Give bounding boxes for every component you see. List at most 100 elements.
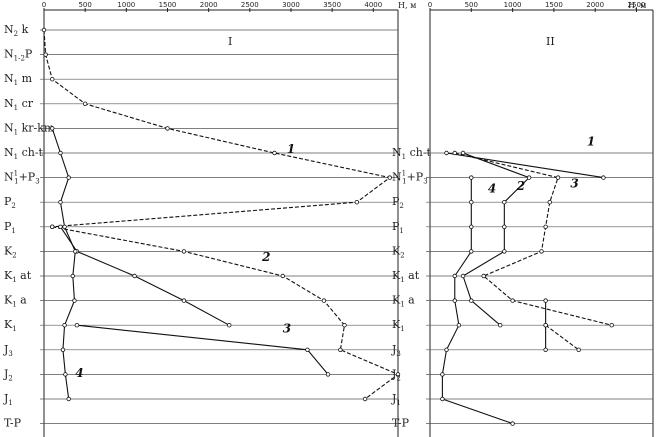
- category-label: T-P: [392, 417, 410, 430]
- series-point-2: [362, 396, 368, 402]
- x-axis-label: H, м: [398, 1, 416, 10]
- series-point-1: [387, 175, 392, 180]
- x-tick-label: 0: [42, 1, 46, 9]
- series-point-4: [452, 273, 457, 279]
- series-point-1: [601, 175, 606, 180]
- series-point-1: [50, 76, 55, 82]
- series-point-4: [66, 175, 71, 180]
- series-number-label: 4: [75, 366, 83, 380]
- category-label: K2: [392, 244, 405, 259]
- x-tick-label: 2000: [586, 1, 604, 9]
- series-point-4: [444, 347, 449, 352]
- series-point-2: [460, 273, 466, 279]
- series-point-3b: [74, 323, 80, 328]
- category-label: N1-2P: [4, 48, 33, 63]
- x-tick-label: 3000: [282, 1, 300, 9]
- series-point-3: [555, 175, 561, 180]
- series-point-3: [58, 224, 63, 229]
- series-point-3: [132, 273, 137, 279]
- category-label: K1: [4, 318, 17, 333]
- category-label: J1: [391, 392, 401, 407]
- category-label: P2: [4, 195, 16, 210]
- series-number-label: 3: [283, 322, 291, 336]
- series-point-1: [43, 52, 48, 57]
- series-point-4: [456, 323, 462, 328]
- series-point-4: [70, 273, 76, 279]
- series-point-3: [227, 323, 232, 328]
- series-point-3: [181, 298, 187, 303]
- series-point-5: [543, 298, 548, 303]
- series-point-2: [50, 224, 55, 229]
- category-label: T-P: [4, 417, 22, 430]
- category-label: K1 a: [392, 294, 415, 309]
- series-point-1: [272, 150, 277, 156]
- series-point-4: [63, 372, 68, 377]
- series-number-label: 2: [261, 250, 270, 264]
- series-line-2: [52, 226, 400, 400]
- category-label: N2 k: [4, 23, 29, 38]
- category-label: K2: [4, 244, 17, 259]
- panel-title: II: [546, 35, 555, 48]
- series-point-5: [543, 347, 548, 352]
- category-label: N1 ch-t: [4, 146, 44, 161]
- x-tick-label: 2000: [200, 1, 218, 9]
- series-point-4: [469, 249, 474, 254]
- x-tick-label: 0: [428, 1, 432, 9]
- series-point-4: [440, 396, 445, 402]
- series-number-label: 2: [516, 179, 525, 193]
- series-point-1: [41, 27, 47, 33]
- series-number-label: 1: [287, 142, 295, 156]
- series-point-4: [73, 249, 78, 254]
- x-tick-label: 3500: [323, 1, 341, 9]
- series-point-3: [481, 273, 486, 279]
- x-tick-label: 1500: [545, 1, 563, 9]
- series-point-4: [452, 298, 457, 303]
- series-point-4: [50, 126, 55, 131]
- series-point-3: [539, 249, 544, 254]
- series-point-2: [321, 298, 327, 303]
- series-point-4: [62, 224, 67, 229]
- x-tick-label: 500: [78, 1, 91, 9]
- x-tick-label: 1000: [504, 1, 522, 9]
- series-line-4: [51, 128, 76, 400]
- category-label: J2: [3, 367, 13, 382]
- category-label: K1 a: [4, 294, 27, 309]
- series-point-3: [452, 150, 457, 156]
- x-tick-label: 2500: [628, 1, 646, 9]
- series-number-label: 1: [587, 135, 595, 149]
- series-line-6: [545, 324, 579, 351]
- series-point-2: [526, 175, 532, 180]
- series-point-4: [72, 298, 77, 303]
- series-point-4: [60, 347, 66, 352]
- series-point-3: [547, 199, 552, 205]
- x-tick-label: 1000: [117, 1, 135, 9]
- series-point-2: [502, 224, 507, 229]
- category-label: N1 m: [4, 72, 33, 87]
- x-tick-label: 500: [465, 1, 478, 9]
- category-label: P2: [392, 195, 404, 210]
- series-point-4: [58, 150, 63, 156]
- category-label: J3: [3, 343, 13, 358]
- category-label: K1: [392, 318, 405, 333]
- series-point-1: [82, 101, 88, 106]
- category-label: K1 at: [392, 269, 420, 284]
- x-tick-label: 2500: [241, 1, 259, 9]
- series-point-1: [444, 150, 449, 156]
- series-number-label: 4: [488, 181, 496, 195]
- series-point-4: [66, 396, 71, 402]
- series-point-2: [338, 347, 343, 352]
- series-point-2: [469, 298, 474, 303]
- series-point-4: [62, 323, 67, 328]
- category-label: N1 ch-t: [392, 146, 432, 161]
- category-label: P1: [4, 220, 16, 235]
- series-point-3b: [305, 347, 310, 352]
- series-point-2: [395, 372, 401, 377]
- series-point-2: [181, 249, 187, 254]
- series-point-6: [543, 323, 548, 328]
- series-point-4: [469, 224, 474, 229]
- x-axis-label: H, м: [628, 1, 646, 10]
- series-point-4: [469, 199, 474, 205]
